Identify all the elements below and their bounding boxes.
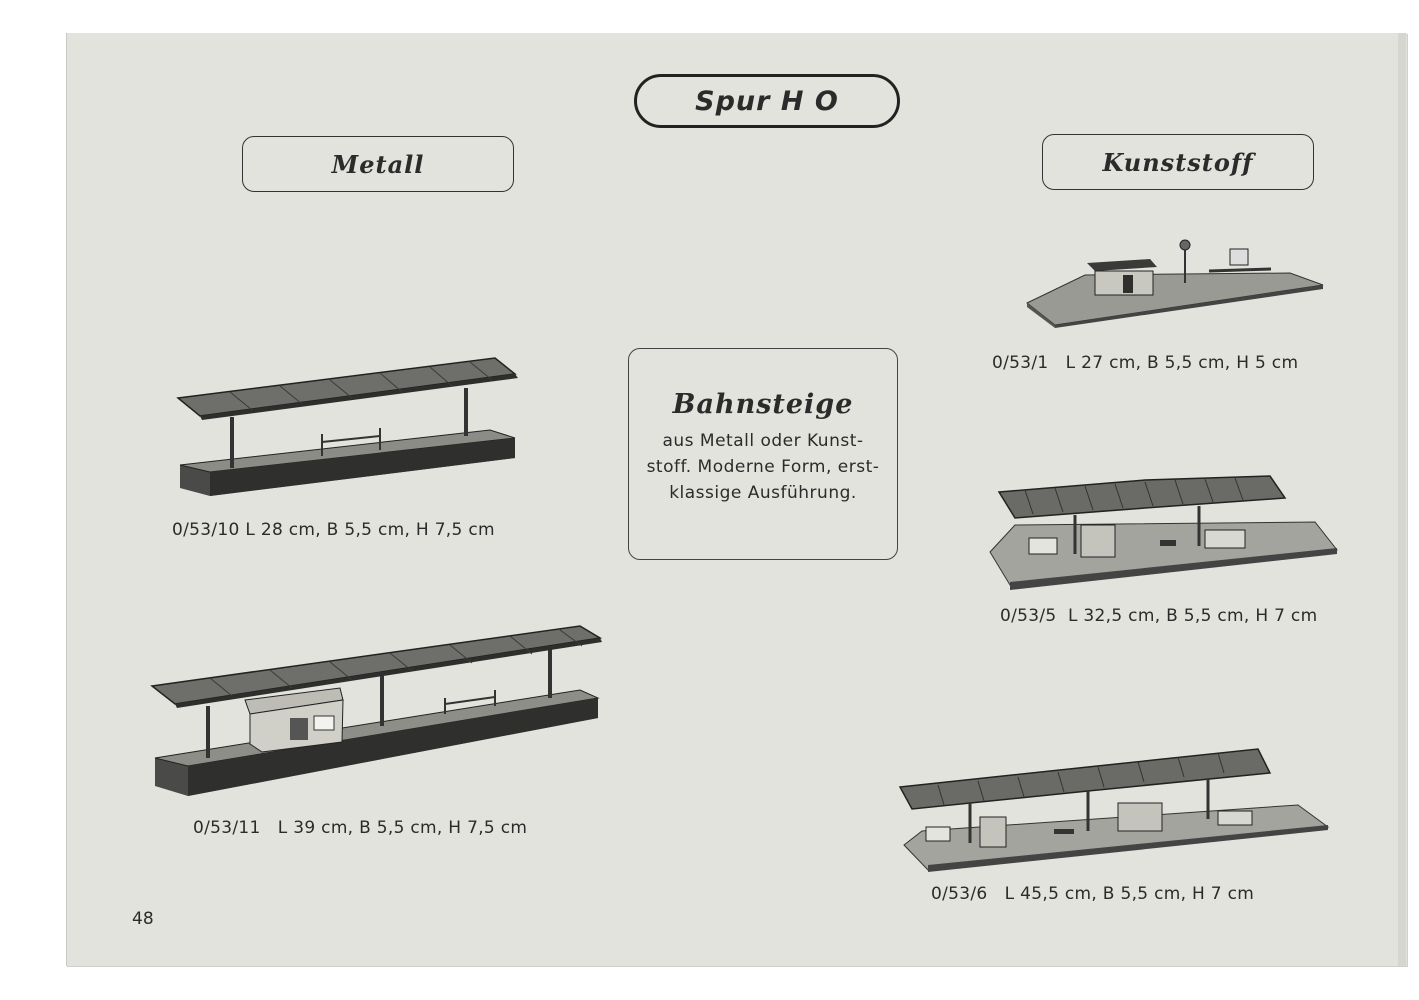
page-title: Spur H O bbox=[634, 74, 900, 128]
product-code: 0/53/5 bbox=[1000, 606, 1057, 626]
product-code: 0/53/10 bbox=[172, 520, 240, 540]
product-caption: 0/53/6 L 45,5 cm, B 5,5 cm, H 7 cm bbox=[931, 884, 1254, 904]
info-title: Bahnsteige bbox=[672, 389, 854, 420]
info-line: klassige Ausführung. bbox=[669, 483, 857, 503]
product-dims: L 45,5 cm, B 5,5 cm, H 7 cm bbox=[1004, 884, 1255, 904]
product-dims: L 39 cm, B 5,5 cm, H 7,5 cm bbox=[277, 818, 528, 838]
product-dims: L 27 cm, B 5,5 cm, H 5 cm bbox=[1065, 353, 1299, 373]
page-edge bbox=[1398, 33, 1406, 966]
section-label-kunststoff: Kunststoff bbox=[1042, 134, 1314, 190]
product-dims: L 28 cm, B 5,5 cm, H 7,5 cm bbox=[245, 520, 495, 540]
product-dims: L 32,5 cm, B 5,5 cm, H 7 cm bbox=[1067, 606, 1318, 626]
metal-platform-with-kiosk-illustration bbox=[150, 625, 603, 796]
info-text: aus Metall oder Kunst- stoff. Moderne Fo… bbox=[639, 428, 887, 506]
plastic-platform-long-illustration bbox=[898, 748, 1330, 872]
product-code: 0/53/11 bbox=[193, 818, 261, 838]
section-label-metall: Metall bbox=[242, 136, 514, 192]
info-box: Bahnsteige aus Metall oder Kunst- stoff.… bbox=[628, 348, 898, 560]
product-code: 0/53/6 bbox=[931, 884, 988, 904]
plastic-platform-with-shed-illustration bbox=[1026, 239, 1324, 328]
plastic-platform-roofed-illustration bbox=[989, 475, 1338, 590]
product-caption: 0/53/1 L 27 cm, B 5,5 cm, H 5 cm bbox=[992, 353, 1298, 373]
page-number: 48 bbox=[132, 909, 154, 929]
product-caption: 0/53/5 L 32,5 cm, B 5,5 cm, H 7 cm bbox=[1000, 606, 1317, 626]
product-code: 0/53/1 bbox=[992, 353, 1049, 373]
product-caption: 0/53/11 L 39 cm, B 5,5 cm, H 7,5 cm bbox=[193, 818, 527, 838]
product-caption: 0/53/10 L 28 cm, B 5,5 cm, H 7,5 cm bbox=[172, 520, 495, 540]
info-line: stoff. Moderne Form, erst- bbox=[646, 457, 880, 477]
metal-platform-small-illustration bbox=[176, 357, 518, 496]
info-line: aus Metall oder Kunst- bbox=[662, 431, 864, 451]
